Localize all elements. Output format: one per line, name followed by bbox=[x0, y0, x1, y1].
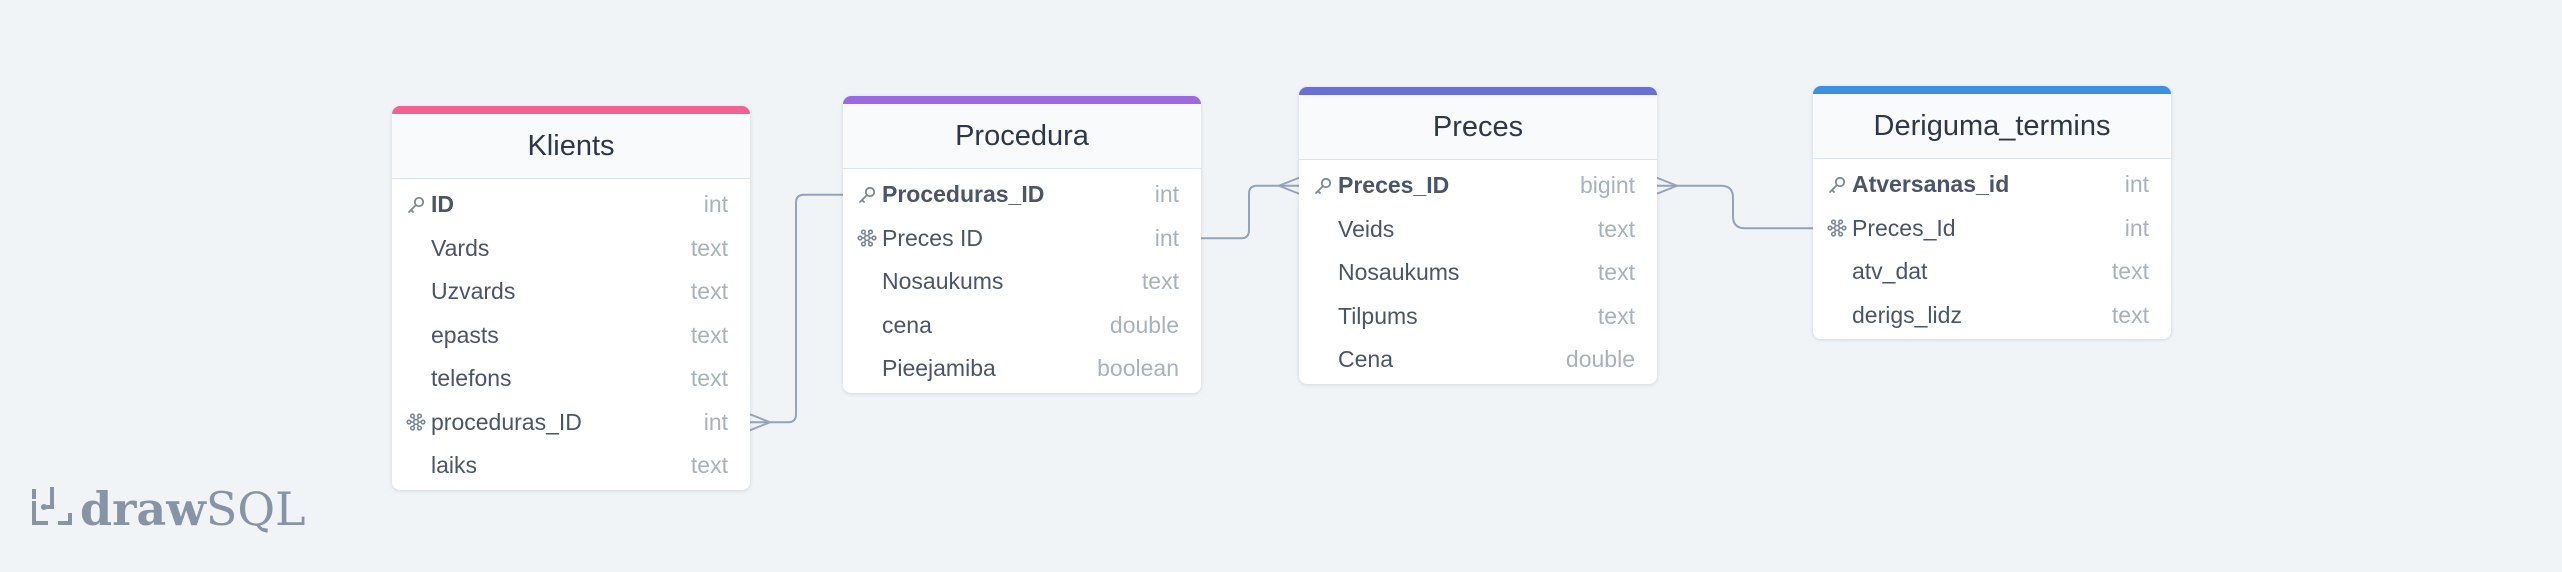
column-name: Atversanas_id bbox=[1852, 171, 2010, 198]
column-name: telefons bbox=[431, 365, 512, 392]
table-color-bar bbox=[1299, 87, 1657, 95]
column-name: Nosaukums bbox=[1338, 259, 1460, 286]
column-row[interactable]: Uzvards text bbox=[392, 270, 750, 314]
column-row[interactable]: atv_dat text bbox=[1813, 250, 2171, 294]
primary-key-icon bbox=[1309, 176, 1336, 196]
primary-key-icon bbox=[402, 195, 429, 215]
relation-line-preces-deriguma[interactable] bbox=[1657, 184, 1813, 230]
column-type: bigint bbox=[1580, 172, 1635, 199]
drawsql-logo: drawSQL bbox=[30, 482, 306, 536]
column-row[interactable]: Veids text bbox=[1299, 208, 1657, 252]
column-name: epasts bbox=[431, 321, 499, 348]
column-type: double bbox=[1109, 311, 1179, 338]
column-name: Preces_ID bbox=[1338, 172, 1450, 199]
column-type: text bbox=[690, 452, 728, 479]
column-name: Pieejamiba bbox=[882, 355, 996, 382]
column-type: text bbox=[1141, 268, 1179, 295]
column-row[interactable]: cena double bbox=[843, 304, 1201, 348]
column-name: atv_dat bbox=[1852, 258, 1928, 285]
column-row[interactable]: Nosaukums text bbox=[843, 260, 1201, 304]
column-row[interactable]: Vards text bbox=[392, 227, 750, 271]
primary-key-icon bbox=[853, 185, 880, 205]
column-name: Uzvards bbox=[431, 278, 516, 305]
crows-foot-preces[interactable] bbox=[1278, 176, 1300, 195]
foreign-key-icon bbox=[1823, 218, 1850, 238]
column-name: derigs_lidz bbox=[1852, 301, 1962, 328]
column-name: Veids bbox=[1338, 215, 1395, 242]
column-name: Vards bbox=[431, 234, 490, 261]
column-row[interactable]: Proceduras_ID int bbox=[843, 173, 1201, 217]
column-name: Tilpums bbox=[1338, 302, 1418, 329]
column-type: text bbox=[1597, 302, 1635, 329]
column-name: ID bbox=[431, 191, 454, 218]
table-title[interactable]: Klients bbox=[392, 114, 750, 179]
table-color-bar bbox=[1813, 86, 2171, 94]
column-row[interactable]: Atversanas_id int bbox=[1813, 163, 2171, 207]
column-row[interactable]: Tilpums text bbox=[1299, 295, 1657, 339]
column-row[interactable]: Nosaukums text bbox=[1299, 251, 1657, 295]
column-name: Preces_Id bbox=[1852, 214, 1956, 241]
column-row[interactable]: laiks text bbox=[392, 444, 750, 488]
column-type: text bbox=[1597, 259, 1635, 286]
table-title[interactable]: Deriguma_termins bbox=[1813, 94, 2171, 159]
column-row[interactable]: Cena double bbox=[1299, 338, 1657, 382]
column-type: text bbox=[2111, 258, 2149, 285]
relation-line-procedura-preces[interactable] bbox=[1201, 184, 1299, 240]
column-row[interactable]: ID int bbox=[392, 183, 750, 227]
table-color-bar bbox=[392, 106, 750, 114]
column-type: int bbox=[2124, 171, 2149, 198]
column-type: int bbox=[1154, 181, 1179, 208]
column-type: int bbox=[703, 191, 728, 218]
column-type: double bbox=[1565, 346, 1635, 373]
column-name: laiks bbox=[431, 452, 478, 479]
primary-key-icon bbox=[1823, 175, 1850, 195]
column-type: text bbox=[1597, 215, 1635, 242]
column-type: int bbox=[2124, 214, 2149, 241]
column-row[interactable]: Preces_Id int bbox=[1813, 207, 2171, 251]
column-name: proceduras_ID bbox=[431, 408, 582, 435]
column-type: text bbox=[690, 234, 728, 261]
column-name: cena bbox=[882, 311, 932, 338]
foreign-key-icon bbox=[402, 412, 429, 432]
relation-line-klients-procedura[interactable] bbox=[750, 193, 843, 424]
crows-foot-preces-right[interactable] bbox=[1656, 176, 1678, 195]
column-row[interactable]: telefons text bbox=[392, 357, 750, 401]
column-type: boolean bbox=[1097, 355, 1179, 382]
column-type: text bbox=[690, 278, 728, 305]
column-row[interactable]: Pieejamiba boolean bbox=[843, 347, 1201, 391]
column-type: int bbox=[1154, 224, 1179, 251]
column-type: text bbox=[2111, 301, 2149, 328]
table-title[interactable]: Preces bbox=[1299, 95, 1657, 160]
crows-foot-klients[interactable] bbox=[749, 413, 771, 432]
drawsql-logo-text: drawSQL bbox=[80, 482, 306, 536]
column-row[interactable]: Preces_ID bigint bbox=[1299, 164, 1657, 208]
column-type: text bbox=[690, 365, 728, 392]
column-name: Nosaukums bbox=[882, 268, 1004, 295]
column-type: int bbox=[703, 408, 728, 435]
column-type: text bbox=[690, 321, 728, 348]
column-row[interactable]: derigs_lidz text bbox=[1813, 294, 2171, 338]
column-name: Cena bbox=[1338, 346, 1393, 373]
column-row[interactable]: proceduras_ID int bbox=[392, 401, 750, 445]
column-row[interactable]: Preces ID int bbox=[843, 217, 1201, 261]
table-title[interactable]: Procedura bbox=[843, 104, 1201, 169]
foreign-key-icon bbox=[853, 228, 880, 248]
drawsql-logo-icon bbox=[30, 485, 74, 534]
column-row[interactable]: epasts text bbox=[392, 314, 750, 358]
column-name: Proceduras_ID bbox=[882, 181, 1045, 208]
column-name: Preces ID bbox=[882, 224, 983, 251]
table-color-bar bbox=[843, 96, 1201, 104]
